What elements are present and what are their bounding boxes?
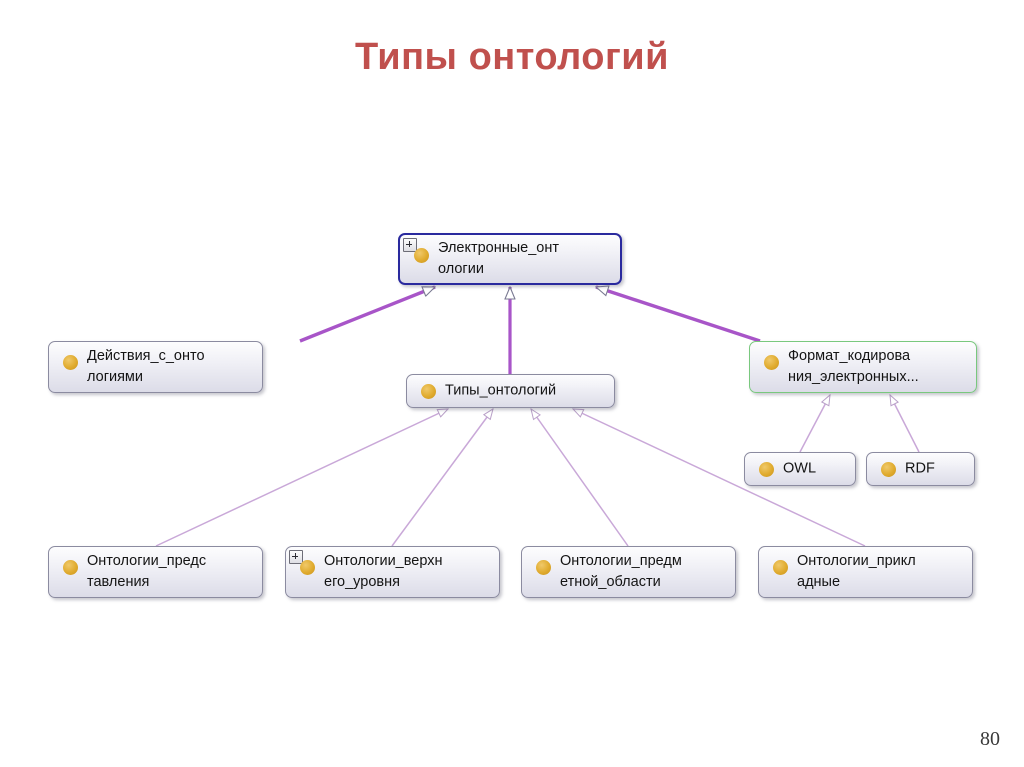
class-bullet-icon (764, 355, 779, 370)
class-bullet-icon (759, 461, 774, 477)
class-bullet-icon (773, 560, 788, 575)
expander-plus-icon[interactable] (289, 550, 303, 564)
class-bullet-icon (881, 461, 896, 477)
class-bullet-icon (63, 560, 78, 575)
class-bullet-icon (300, 560, 315, 575)
expander-plus-icon[interactable] (403, 238, 417, 252)
class-bullet-icon (421, 383, 436, 399)
node-label: RDF (905, 460, 935, 477)
node-rdf[interactable]: RDF (866, 452, 975, 486)
node-owl[interactable]: OWL (744, 452, 856, 486)
class-bullet-icon (63, 355, 78, 370)
page-number: 80 (980, 728, 1000, 750)
class-bullet-icon (536, 560, 551, 575)
class-bullet-icon (414, 248, 429, 263)
node-label: OWL (783, 460, 817, 477)
node-label: Типы_онтологий (445, 382, 557, 399)
page-title: Типы онтологий (354, 36, 670, 78)
node-ontology-types[interactable]: Типы_онтологий (406, 374, 615, 408)
